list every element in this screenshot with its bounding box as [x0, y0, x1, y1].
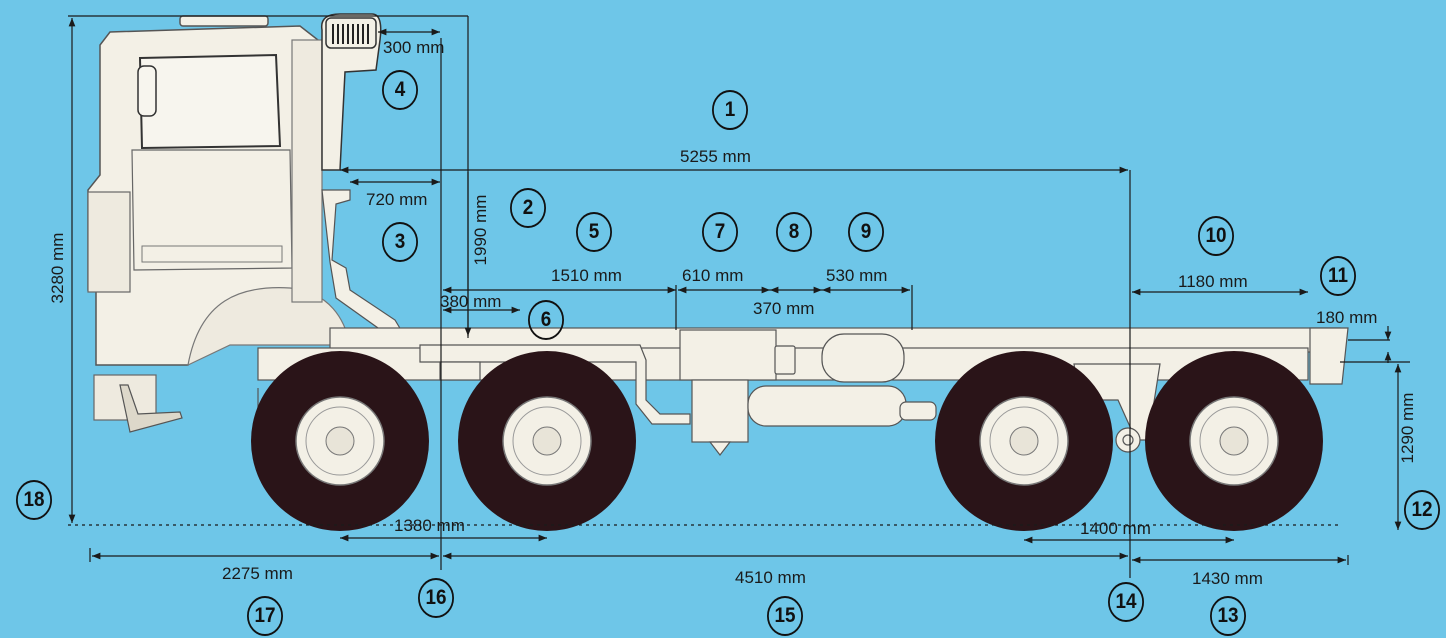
wheel-second — [458, 351, 636, 531]
wheel-rear — [1145, 351, 1323, 531]
callout-14: 14 — [1108, 582, 1144, 622]
callout-17: 17 — [247, 596, 283, 636]
callout-6: 6 — [528, 300, 564, 340]
air-intake — [320, 13, 411, 361]
dimension-label-9: 530 mm — [826, 266, 888, 285]
wheels — [251, 351, 1323, 531]
dimension-label-14: 1400 mm — [1080, 519, 1151, 538]
dimension-label-16: 1380 mm — [394, 516, 465, 535]
dimension-label-1: 5255 mm — [680, 147, 751, 166]
wheel-third — [935, 351, 1113, 531]
dimension-label-11: 180 mm — [1316, 308, 1378, 327]
callout-4: 4 — [382, 70, 418, 110]
callout-8: 8 — [776, 212, 812, 252]
dimension-label-6: 380 mm — [440, 292, 502, 311]
dimension-label-17: 2275 mm — [222, 564, 293, 583]
wheel-front — [251, 351, 429, 531]
dimension-label-18: 3280 mm — [48, 232, 67, 304]
dimension-label-5: 1510 mm — [551, 266, 622, 285]
callout-5: 5 — [576, 212, 612, 252]
dimension-label-8: 370 mm — [753, 299, 815, 318]
dimension-label-12: 1290 mm — [1398, 392, 1417, 464]
chassis-frame — [257, 327, 1349, 456]
dimension-label-10: 1180 mm — [1178, 272, 1248, 291]
callout-2: 2 — [510, 188, 546, 228]
dimension-label-13: 1430 mm — [1192, 569, 1263, 588]
callout-13: 13 — [1210, 596, 1246, 636]
callout-9: 9 — [848, 212, 884, 252]
truck-cab — [87, 15, 351, 433]
callout-16: 16 — [418, 578, 454, 618]
callout-3: 3 — [382, 222, 418, 262]
callout-15: 15 — [767, 596, 803, 636]
callout-7: 7 — [702, 212, 738, 252]
dimension-label-3: 720 mm — [366, 190, 428, 209]
callout-10: 10 — [1198, 216, 1234, 256]
dimension-label-2: 1990 mm — [471, 194, 490, 266]
dimension-label-4: 300 mm — [383, 38, 445, 57]
callout-11: 11 — [1320, 256, 1356, 296]
callout-12: 12 — [1404, 490, 1440, 530]
callout-1: 1 — [712, 90, 748, 130]
callout-18: 18 — [16, 480, 52, 520]
dimension-label-7: 610 mm — [682, 266, 744, 285]
dimension-lines — [68, 15, 1410, 578]
dimension-label-15: 4510 mm — [735, 568, 806, 587]
